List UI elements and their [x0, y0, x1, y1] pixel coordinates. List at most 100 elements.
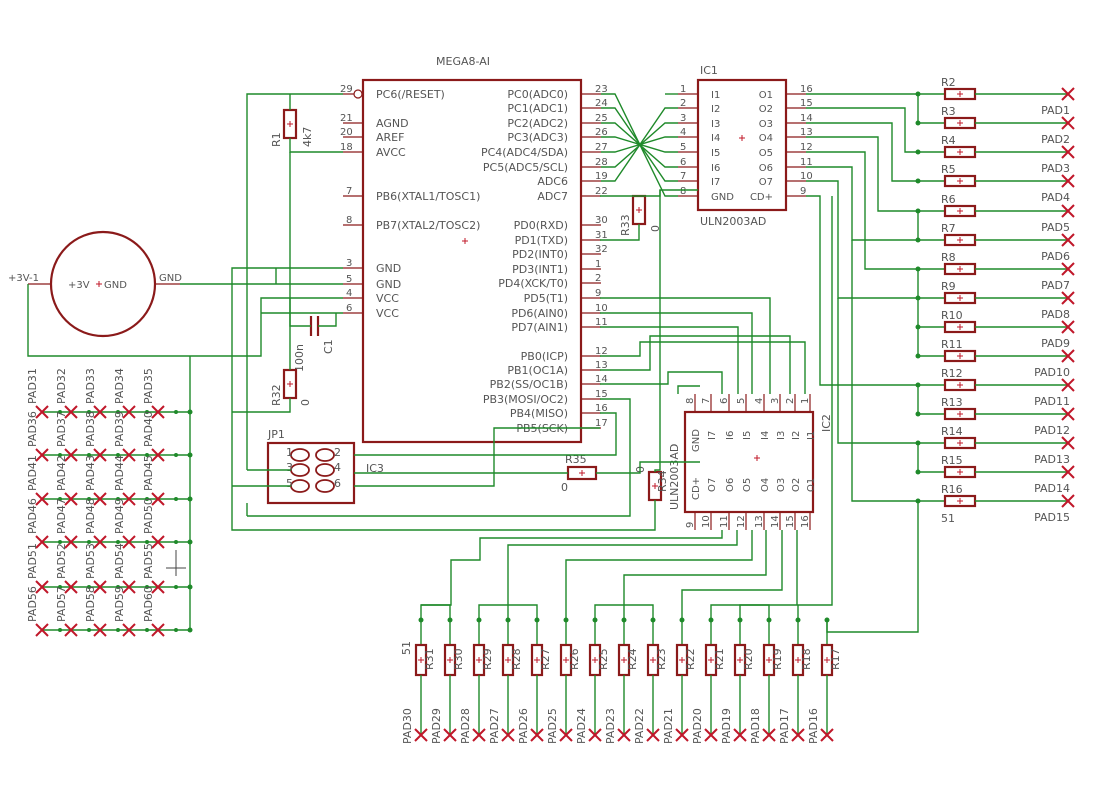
uln2-pin-label: I5: [742, 431, 753, 440]
resistor-name: R9: [941, 280, 956, 293]
uln1-pin-number: 10: [800, 171, 813, 182]
pad-label: PAD20: [691, 708, 704, 744]
pad-label: PAD26: [517, 708, 530, 744]
pad-label: PAD43: [84, 455, 97, 491]
uln2-pin-label: O5: [742, 478, 753, 492]
bottom-extra-label: 51: [400, 641, 413, 655]
uln1-pin-label: O5: [759, 148, 773, 159]
mega8-pin-label: PC5(ADC5/SCL): [483, 161, 568, 174]
resistor-name: R2: [941, 76, 956, 89]
r35-value: 0: [561, 481, 568, 494]
pad-label: PAD18: [749, 708, 762, 744]
uln2-pin-number: 15: [785, 515, 796, 528]
uln2-pin-number: 14: [770, 515, 781, 528]
mega8-pin-label: PB7(XTAL2/TOSC2): [376, 219, 480, 232]
mega8-pin-number: 28: [595, 157, 608, 168]
uln1-pin-label: O4: [759, 133, 773, 144]
uln1-pin-label: O7: [759, 177, 773, 188]
pad-label: PAD42: [55, 455, 68, 491]
uln2-pin-number: 9: [685, 522, 696, 528]
mega8-body: [361, 78, 583, 444]
resistor-name: R27: [539, 648, 552, 670]
jp1-pin-number: 5: [286, 477, 293, 490]
pad-label: PAD55: [142, 543, 155, 579]
mega8-pin-number: 9: [595, 288, 601, 299]
pad-label: PAD33: [84, 368, 97, 404]
pad-label: PAD21: [662, 708, 675, 744]
resistor-name: R13: [941, 396, 963, 409]
pad-label: PAD46: [26, 498, 39, 534]
resistor-name: R16: [941, 483, 963, 496]
mega8-pin-number: 24: [595, 98, 608, 109]
mega8-pin-label: PD6(AIN0): [511, 307, 568, 320]
uln2-pin-number: 13: [754, 515, 765, 528]
pad-label: PAD40: [142, 411, 155, 447]
jp1-pin-number: 4: [334, 461, 341, 474]
mega8-pin-label: PC3(ADC3): [507, 131, 568, 144]
resistor-name: R29: [481, 648, 494, 670]
pad-label: PAD23: [604, 708, 617, 744]
r35-name: R35: [565, 453, 587, 466]
uln1-pin-label: O2: [759, 104, 773, 115]
mega8-pin-number: 8: [346, 215, 352, 226]
resistor-name: R17: [829, 648, 842, 670]
r1-value: 4k7: [301, 127, 314, 147]
uln2-part-label: ULN2003AD: [668, 444, 681, 510]
pad-label: PAD16: [807, 708, 820, 744]
mega8-pin-label: PD4(XCK/T0): [498, 277, 568, 290]
pad-label: PAD58: [84, 586, 97, 622]
pad-label: PAD25: [546, 708, 559, 744]
jp1-pin-2: [315, 448, 335, 462]
mega8-pin-number: 3: [346, 258, 352, 269]
mega8-pin-number: 23: [595, 84, 608, 95]
origin-marker: [166, 550, 186, 576]
pad-label: PAD14: [1034, 482, 1070, 495]
mega8-pin-number: 22: [595, 186, 608, 197]
pad-label: PAD19: [720, 708, 733, 744]
pad-label: PAD30: [401, 708, 414, 744]
uln2-pin-number: 11: [719, 515, 730, 528]
mega8-pin-number: 29: [340, 84, 353, 95]
uln2-pin-label: I2: [791, 431, 802, 440]
mega8-pin-label: PB0(ICP): [521, 350, 568, 363]
uln2-pin-label: O6: [725, 478, 736, 492]
uln2-pin-number: 16: [800, 515, 811, 528]
mega8-pin-number: 5: [346, 274, 352, 285]
r33-name: R33: [619, 214, 632, 236]
uln2-pin-number: 10: [701, 515, 712, 528]
resistor-name: R6: [941, 193, 956, 206]
resistor-name: R14: [941, 425, 963, 438]
resistor-name: R3: [941, 105, 956, 118]
mega8-pin-number: 14: [595, 374, 608, 385]
uln2-pin-label: CD+: [691, 477, 702, 500]
uln1-pin-label: I5: [711, 148, 720, 159]
jp1-pin-6: [315, 479, 335, 493]
mega8-pin-label: PC0(ADC0): [507, 88, 568, 101]
jp1-ic-label: IC3: [366, 462, 384, 475]
capacitor-c1: C1 100n: [293, 316, 335, 372]
resistor-name: R18: [800, 648, 813, 670]
mega8-pin-label: ADC6: [537, 175, 568, 188]
resistor-name: R4: [941, 134, 956, 147]
pad-label: PAD4: [1041, 191, 1070, 204]
uln1-pin-number: 5: [680, 142, 686, 153]
